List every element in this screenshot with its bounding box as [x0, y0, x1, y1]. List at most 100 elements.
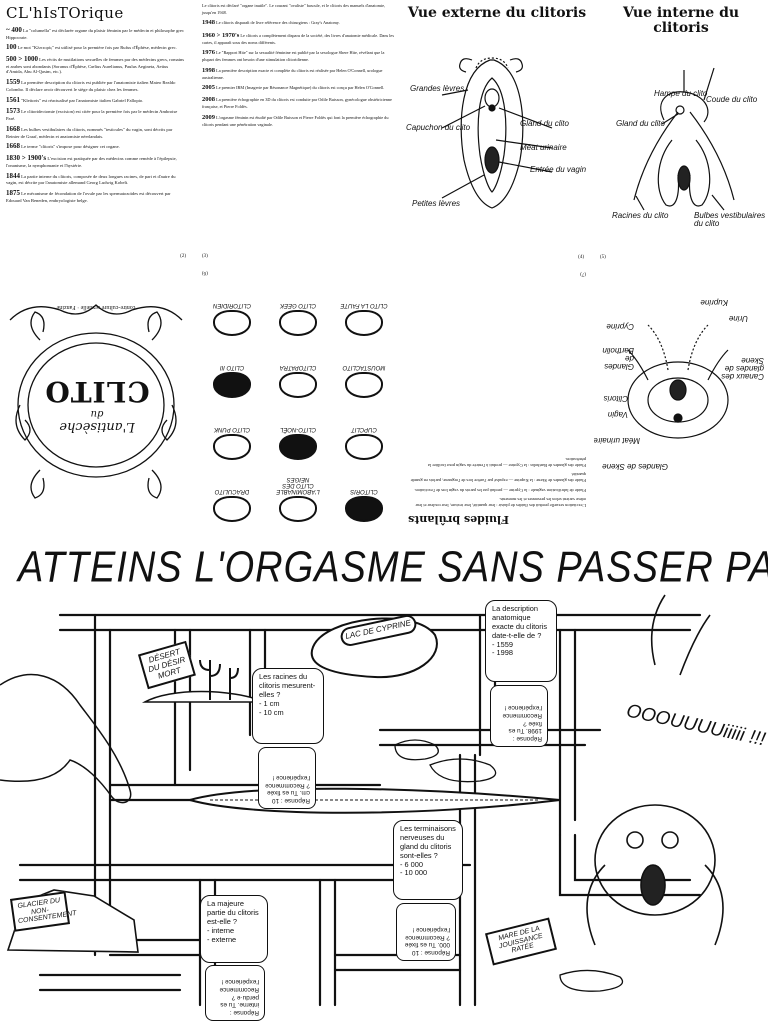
vue-externe-panel: Vue externe du clitoris Grandes lèvres C…	[402, 0, 592, 262]
question-box-1: Les racines du clitoris mesurent-elles ?…	[252, 668, 324, 744]
hand-illustration	[0, 673, 132, 804]
sticker-label: L'ABOMINABLE CLITO DES NEIGES	[276, 476, 320, 494]
history-year: 1830 > 1900's	[6, 154, 47, 163]
history-entry: Le clitoris est déclaré "organe inutile"…	[202, 2, 394, 15]
history-entry: ~ 400 La "columella" est déclarée organe…	[6, 26, 186, 40]
history-year: 2005	[202, 84, 215, 92]
cover-title-line2: du	[90, 408, 104, 419]
history-entry: 2009 L'orgasme féminin est étudié par Od…	[202, 114, 394, 127]
history-text: L'orgasme féminin est étudié par Odile B…	[202, 114, 389, 127]
option: - interne	[207, 925, 235, 935]
history-text: Le mécanisme de fécondation de l'ovule p…	[6, 191, 171, 203]
historique-list: ~ 400 La "columella" est déclarée organe…	[6, 26, 186, 204]
sticker: CLITO GEEK	[272, 302, 324, 336]
clito-character-icon	[345, 496, 383, 522]
question-box-2: La description anatomique exacte du clit…	[485, 600, 557, 682]
history-text: Le clitoris disparaît de livre référence…	[216, 20, 340, 26]
history-text: Le clitoris a complètement disparu de la…	[202, 32, 394, 45]
history-entry: 1998 La première description exacte et c…	[202, 67, 394, 80]
history-text: L'excision est pratiquée par des médecin…	[6, 156, 177, 168]
cover-panel: contre-culture sexuelle · Fanzine L'anti…	[0, 268, 192, 530]
option: - 1559	[492, 639, 513, 649]
label-clitoris: Clitoris	[603, 394, 628, 403]
label-urine: Urine	[728, 314, 748, 323]
label-vagin: Vagin	[607, 410, 628, 419]
history-year: 1561	[6, 95, 20, 104]
label-capuchon: Capuchon du clito	[406, 123, 471, 132]
label-glandes-bartholin: Glandes de Bartholin	[602, 346, 634, 371]
clitoris-internal-illustration	[633, 67, 735, 211]
page-number: (4)	[578, 255, 584, 260]
clito-character-icon	[213, 434, 251, 460]
vue-externe-title: Vue externe du clitoris	[407, 5, 587, 21]
creature-illustration	[586, 594, 724, 946]
answer-box-1: Réponse : 10 cm. Tu es fixée ? Recommenc…	[258, 747, 316, 809]
label-meat-urinaire: Méat urinaire	[594, 436, 640, 445]
clito-character-icon	[279, 496, 317, 522]
label-petites-levres: Petites lèvres	[412, 199, 461, 208]
label-kuprine: Kuprine	[700, 298, 728, 307]
history-year: ~ 400	[6, 25, 22, 34]
answer-box-2: Réponse : 1998. Tu es fixée ? Recommence…	[490, 685, 548, 747]
historique-title: CL'hIsTOrique	[6, 4, 124, 22]
history-year: 1976	[202, 49, 215, 57]
history-text: La première description du clitoris est …	[6, 80, 176, 92]
sticker: CLITO PUNK	[206, 426, 258, 460]
label-grandes-levres: Grandes lèvres	[410, 84, 465, 93]
history-year: 1998	[202, 66, 215, 74]
history-entry: 1830 > 1900's L'excision est pratiquée p…	[6, 154, 186, 168]
label-meat-urinaire: Méat urinaire	[520, 143, 567, 152]
sticker: CUPCLIT	[338, 426, 390, 460]
history-entry: 1573 Le clitoridectomie (excision) est c…	[6, 107, 186, 121]
vulva-external-illustration	[441, 57, 553, 209]
label-gland: Gland du clito	[520, 119, 569, 128]
clito-character-icon	[213, 372, 251, 398]
comic-title: ATTEINS L'ORGASME SANS PASSER PAR LA FEN…	[18, 543, 768, 593]
page-number: (3)	[202, 253, 208, 259]
vue-interne-title: Vue interne du clitoris	[622, 5, 740, 37]
option: - 10 cm	[259, 707, 284, 717]
cover-title-line1: L'antisèche	[59, 419, 135, 434]
history-year: 1948	[202, 19, 215, 27]
question-text: Les terminaisons nerveuses du gland du c…	[400, 824, 456, 860]
history-entry: 1561 "Kleitoris" est réactualisé par l'a…	[6, 96, 186, 105]
sticker-label: CLITORIS	[350, 488, 378, 494]
option: - 1998	[492, 648, 513, 658]
label-gland: Gland du clito	[616, 119, 665, 128]
sticker-label: CLITO III	[219, 364, 245, 370]
sticker-label: CLITORIDIEN	[213, 302, 251, 308]
label-canaux-skene: Canaux des glandes de Skene	[721, 356, 764, 381]
question-text: La description anatomique exacte du clit…	[492, 604, 548, 640]
label-entree-vagin: Entrée du vagin	[530, 165, 587, 174]
label-bulbes: Bulbes vestibulaires du clito	[694, 211, 766, 228]
page-number: (7)	[580, 271, 586, 277]
history-text: Le clitoridectomie (excision) est citée …	[6, 109, 178, 122]
history-year: 500 > 1000	[6, 54, 38, 63]
answer-box-3: Réponse : 10 000. Tu es fixée ? Recommen…	[396, 903, 456, 961]
history-text: La "columella" est déclarée organe du pl…	[6, 27, 184, 40]
history-entry: 500 > 1000 Les récits de mutilations sex…	[6, 55, 186, 75]
question-box-3: Les terminaisons nerveuses du gland du c…	[393, 820, 463, 900]
page-number: (5)	[600, 255, 606, 260]
option: - 6 000	[400, 859, 424, 869]
sticker: CLITOPATRA	[272, 364, 324, 398]
history-entry: 1948 Le clitoris disparaît de livre réfé…	[202, 19, 394, 27]
historique-continued-panel: Le clitoris est déclaré "organe inutile"…	[196, 0, 400, 262]
page-number: (2)	[180, 253, 186, 259]
history-text: "Kleitoris" est réactualisé par l'anatom…	[21, 97, 144, 103]
label-coude: Coude du clito	[706, 95, 758, 104]
history-text: Le premier IRM (Imagerie par Résonance M…	[216, 85, 385, 91]
history-year: 1960 > 1970's	[202, 31, 240, 39]
history-text: La partie interne du clitoris, composée …	[6, 173, 176, 186]
history-entry: 1559 La première description du clitoris…	[6, 78, 186, 92]
fluides-paragraph: Fluide de lubrification vaginale : la Cy…	[414, 487, 586, 493]
clito-character-icon	[279, 372, 317, 398]
history-entry: 1668 Le terme "clitoris" s'impose pour d…	[6, 142, 186, 151]
history-entry: 2005 Le premier IRM (Imagerie par Résona…	[202, 84, 394, 92]
page-number: (6)	[202, 270, 208, 275]
history-entry: 2008 La première échographie en 3D du cl…	[202, 96, 394, 109]
question-text: Les racines du clitoris mesurent-elles ?	[259, 672, 316, 699]
question-box-4: La majeure partie du clitoris est-elle ?…	[200, 895, 268, 963]
history-entry: 100 Le mot "Κλειτορίς" est utilisé pour …	[6, 43, 186, 52]
